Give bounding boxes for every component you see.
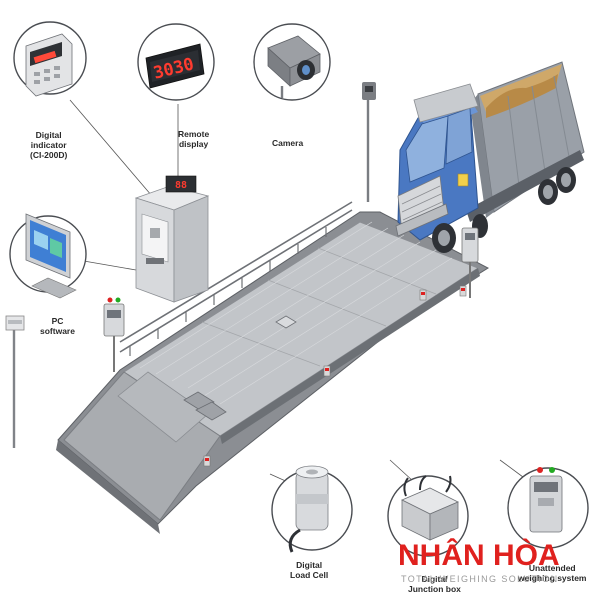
label-load-cell: Digital Load Cell [290,560,329,580]
truck-side-terminal [461,227,479,298]
left-terminal [103,297,125,372]
callout-load-cell [271,465,353,553]
label-unattended: Unattended weighing system [518,563,587,583]
callout-camera [253,23,331,101]
callout-junction-box [387,475,469,557]
label-junction-box: Digital Junction box [408,574,461,594]
label-remote-display: Remote display [178,129,210,149]
center-plate [275,315,297,329]
callout-unattended [507,467,589,549]
callout-digital-indicator [13,21,87,97]
dump-truck [395,61,585,253]
approach-ramp [63,371,221,521]
guard-rail-posts [129,227,327,356]
brand-tagline: TOTAL WEIGHING SOLUTION [401,574,559,584]
label-camera: Camera [272,138,304,148]
label-digital-indicator: Digital indicator (CI-200D) [30,130,68,160]
platform-edge [220,268,480,444]
deck-texture [139,221,453,405]
brand-logo: NHÂN HÒA [398,539,560,572]
svg-text:88: 88 [175,180,187,191]
camera-pole [362,82,376,202]
callout-remote-display [137,23,215,101]
label-pc-software: PC software [40,316,75,336]
platform-load-cells [203,285,467,467]
control-kiosk: 88 [134,175,210,303]
deck-seams [201,247,437,367]
remote-display-digits: 3030 [151,54,196,83]
callout-pc-software [9,213,87,299]
ramp-blocks [183,391,227,421]
foundation-base [56,440,160,534]
guard-rail [119,201,353,353]
left-post [5,315,25,448]
